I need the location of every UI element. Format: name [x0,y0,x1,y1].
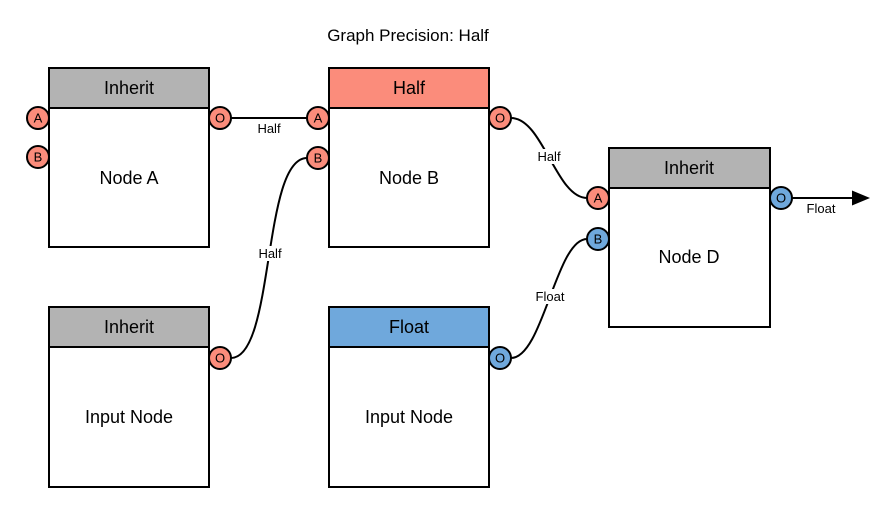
port-input-node-2-output-o: O [488,346,512,370]
port-node-a-input-b: B [26,145,50,169]
edge-input-node-2-to-node-d: Float [510,238,588,359]
edge-node-d-output-arrow: Float [792,190,870,216]
input-node-1-header [48,306,210,348]
node-a-header-label: Inherit [104,78,154,98]
node-b-title: Node B [379,168,439,188]
port-label: O [495,111,505,126]
port-label: B [314,151,323,166]
input-node-2: Float Input Node [328,306,490,488]
node-a-header [48,67,210,109]
port-node-d-input-a: A [586,186,610,210]
port-input-node-1-output-o: O [208,346,232,370]
edge-label-bg [254,121,284,136]
port-label: O [215,111,225,126]
node-b: Half Node B [328,67,490,248]
edge-label: Float [807,201,836,216]
node-d-header-label: Inherit [664,158,714,178]
port-node-a-output-o: O [208,106,232,130]
node-d-header [608,147,771,189]
node-b-header [328,67,490,109]
port-label: B [34,150,43,165]
port-node-b-input-a: A [306,106,330,130]
port-node-d-input-b: B [586,227,610,251]
port-node-a-input-a: A [26,106,50,130]
port-node-b-input-b: B [306,146,330,170]
edge-label: Half [537,149,561,164]
edge-input-node-1-to-node-b: Half [230,157,308,359]
node-d-title: Node D [658,247,719,267]
node-d: Inherit Node D [608,147,771,328]
edge-label-bg [255,246,285,261]
port-node-d-output-o: O [769,186,793,210]
diagram-title: Graph Precision: Half [327,26,489,45]
node-a: Inherit Node A [48,67,210,248]
input-node-1-title: Input Node [85,407,173,427]
node-b-header-label: Half [393,78,426,98]
edge-label: Half [258,246,282,261]
edge-node-a-to-node-b: Half [231,117,307,136]
port-label: O [776,191,786,206]
port-label: O [495,351,505,366]
port-label: A [34,111,43,126]
edge-node-b-to-node-d: Half [510,117,588,199]
arrowhead-icon [852,190,870,206]
edge-label-bg [534,149,564,164]
node-a-title: Node A [99,168,158,188]
port-label: A [594,191,603,206]
input-node-1-header-label: Inherit [104,317,154,337]
input-node-2-title: Input Node [365,407,453,427]
edge-label-bg [803,201,839,216]
edge-label: Float [536,289,565,304]
input-node-2-header-label: Float [389,317,429,337]
port-label: A [314,111,323,126]
input-node-2-header [328,306,490,348]
edge-label: Half [257,121,281,136]
input-node-1: Inherit Input Node [48,306,210,488]
port-label: B [594,232,603,247]
port-node-b-output-o: O [488,106,512,130]
edge-label-bg [532,289,568,304]
port-label: O [215,351,225,366]
